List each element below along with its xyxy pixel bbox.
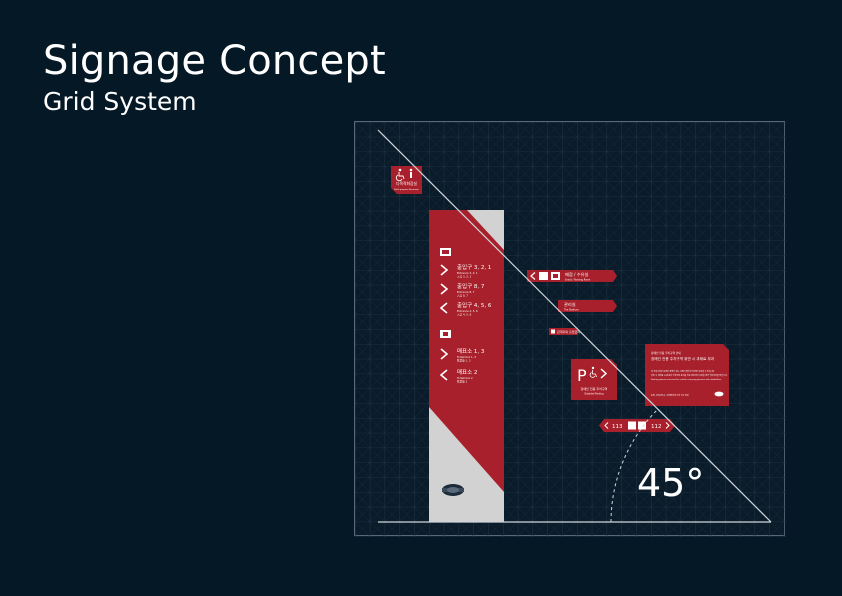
- chevron-right-icon: [440, 264, 449, 276]
- chevron-right-icon: [440, 348, 449, 360]
- parking-symbol: P: [577, 366, 587, 385]
- parking-info-sign: 장애인 전용 주차구역 안내 장애인 전용 주차구역 위반 시 과태료 부과 이…: [645, 344, 729, 406]
- page-title: Signage Concept: [43, 38, 386, 84]
- diagonal-guide-line: [377, 129, 772, 523]
- pylon-item-label: 출입구 4, 5, 6: [457, 301, 492, 309]
- pylon-item-3: 출입구 4, 5, 6 Entrance 4, 5, 6 入口 4, 5, 6: [439, 301, 492, 317]
- wheelchair-icon: [591, 366, 595, 370]
- stadium-emblem-icon: [442, 484, 464, 496]
- info-footer: 문의: 관리사무소 / 장애인주차구역 신고 안내: [651, 393, 689, 397]
- pylon-item-sub: Entrance 4, 5, 6: [457, 309, 478, 313]
- seat-left-number: 113: [612, 424, 623, 430]
- pylon-item-5: 매표소 2 Ticket box 2 售票处 2: [439, 368, 477, 384]
- chevron-left-icon: [604, 422, 609, 429]
- staff-only-label: 관계자외 출입금지: [557, 329, 580, 334]
- direction-sign-sub: Snack / Nursing Room: [565, 279, 591, 282]
- info-heading: 장애인 전용 주차구역 위반 시 과태료 부과: [651, 356, 715, 361]
- pylon-item-label: 매표소 2: [457, 368, 477, 376]
- pylon-item-sub: Ticket box 1, 3: [457, 355, 476, 359]
- parking-label: 장애인 전용 주차구역: [581, 386, 608, 391]
- pylon-item-sub: Ticket box 2: [457, 376, 473, 380]
- pylon-item-sub: 售票处 2: [457, 380, 468, 384]
- grid-diagram-panel: 출입구 3, 2, 1 Entrance 3, 2, 1 入口 3, 2, 1 …: [354, 121, 786, 537]
- toilet-sign-sub: Multi-purpose Restroom: [394, 188, 419, 191]
- direction-sign-office: 관리실 The Stadium: [558, 300, 617, 312]
- no-entry-icon: [551, 329, 555, 334]
- info-body: 위반 시 과태료 10만원이 부과되며 표지를 위조·변조하여 사용할 경우 형…: [651, 373, 728, 377]
- info-body: 이 주차구역은 보행상 장애가 있는 사람이 탑승한 차량만 이용할 수 있습니…: [651, 369, 715, 373]
- seat-right-number: 112: [651, 424, 662, 430]
- chevron-left-icon: [439, 369, 448, 381]
- toilet-sign: 다목적화장실 Multi-purpose Restroom: [391, 166, 422, 194]
- parking-sub: Disabled Parking: [584, 393, 604, 396]
- seat-icon: [638, 421, 646, 430]
- pylon-item-sub: 入口 3, 2, 1: [457, 275, 472, 279]
- seat-direction-sign: 113 112: [599, 419, 675, 432]
- snack-icon: [539, 272, 548, 280]
- page-subtitle: Grid System: [43, 87, 197, 116]
- grid-diagram: 출입구 3, 2, 1 Entrance 3, 2, 1 入口 3, 2, 1 …: [355, 122, 786, 537]
- wheelchair-toilet-icon: [398, 168, 402, 172]
- pylon-item-label: 출입구 8, 7: [457, 282, 485, 290]
- pylon-item-sub: Entrance 3, 2, 1: [457, 271, 478, 275]
- direction-sign-snack: 매점 / 수유실 Snack / Nursing Room: [527, 270, 617, 282]
- chevron-right-icon: [440, 283, 449, 295]
- pylon-item-label: 매표소 1, 3: [457, 347, 485, 355]
- pylon-item-2: 출입구 8, 7 Entrance 8, 7 入口 8, 7: [440, 282, 485, 298]
- chevron-left-icon: [530, 272, 536, 280]
- info-heading: 장애인 전용 주차구역 안내: [651, 351, 681, 355]
- seat-icon: [628, 421, 636, 430]
- pylon-item-sub: 售票处 1, 3: [457, 359, 471, 363]
- stadium-emblem-icon: [714, 391, 724, 397]
- info-body: Parking spaces reserved for vehicles car…: [651, 378, 722, 381]
- direction-sign-sub: The Stadium: [564, 309, 579, 312]
- pylon-item-sub: 入口 4, 5, 6: [457, 313, 472, 317]
- chevron-right-icon: [600, 368, 608, 379]
- pylon-sign: 출입구 3, 2, 1 Entrance 3, 2, 1 入口 3, 2, 1 …: [429, 210, 504, 522]
- direction-sign-label: 관리실: [564, 301, 576, 308]
- parking-sign: P 장애인 전용 주차구역 Disabled Parking: [571, 359, 617, 400]
- angle-arc: [610, 408, 659, 523]
- pylon-item-label: 출입구 3, 2, 1: [457, 263, 491, 271]
- pylon-item-sub: Entrance 8, 7: [457, 290, 475, 294]
- direction-sign-label: 매점 / 수유실: [565, 271, 588, 278]
- pylon-item-1: 출입구 3, 2, 1 Entrance 3, 2, 1 入口 3, 2, 1: [440, 263, 491, 279]
- pylon-item-4: 매표소 1, 3 Ticket box 1, 3 售票处 1, 3: [440, 347, 485, 363]
- angle-label: 45°: [637, 461, 704, 505]
- toilet-sign-label: 다목적화장실: [396, 181, 417, 186]
- staff-only-sign: 관계자외 출입금지: [549, 328, 580, 335]
- pylon-item-sub: 入口 8, 7: [457, 294, 468, 298]
- chevron-left-icon: [439, 302, 448, 314]
- chevron-right-icon: [665, 422, 670, 429]
